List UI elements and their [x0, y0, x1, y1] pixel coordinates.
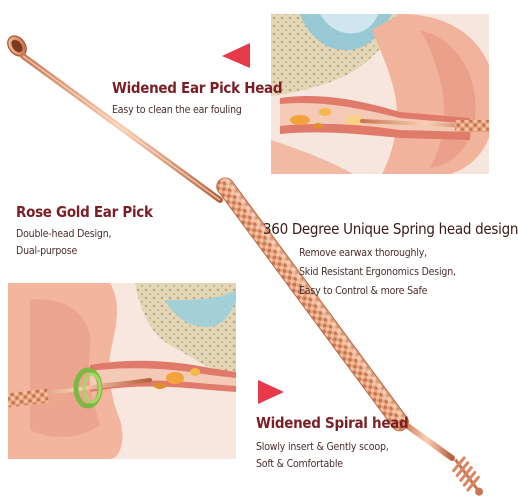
arrow-right-icon — [258, 380, 284, 404]
rose-gold-ear-pick — [7, 35, 484, 496]
illustration-layer — [7, 14, 489, 496]
spiral-head-desc-line1: Slowly insert & Gently scoop, — [256, 441, 389, 453]
widened-ear-pick-head-desc: Easy to clean the ear fouling — [112, 104, 242, 116]
spring-head-title: 360 Degree Unique Spring head design — [263, 220, 518, 238]
spring-head-desc-line2: Skid Resistant Ergonomics Design, — [299, 266, 456, 278]
product-infographic: Widened Ear Pick Head Easy to clean the … — [7, 14, 518, 496]
arrow-left-icon — [222, 43, 250, 68]
rose-gold-ear-pick-title: Rose Gold Ear Pick — [16, 203, 153, 221]
widened-spiral-head-title: Widened Spiral head — [256, 414, 409, 432]
spring-head-desc-line3: Easy to Control & more Safe — [299, 285, 428, 297]
spiral-head-desc-line2: Soft & Comfortable — [256, 458, 343, 470]
spring-head-desc-line1: Remove earwax thoroughly, — [299, 247, 427, 259]
widened-ear-pick-head-title: Widened Ear Pick Head — [112, 79, 283, 97]
rose-gold-desc-line1: Double-head Design, — [16, 228, 112, 240]
ear-panel-top-right — [271, 14, 489, 174]
rose-gold-desc-line2: Dual-purpose — [16, 245, 78, 257]
green-spring-coil — [73, 367, 103, 409]
ear-panel-bottom-left — [8, 283, 236, 459]
spiral-head — [452, 456, 484, 496]
